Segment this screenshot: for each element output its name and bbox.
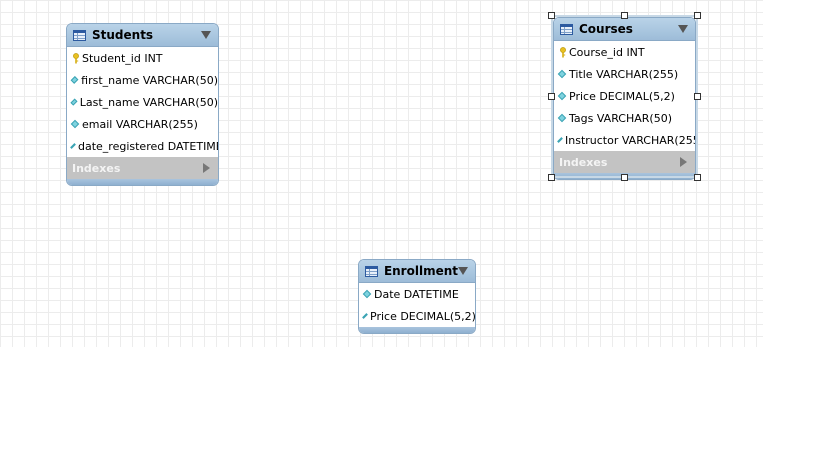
table-students[interactable]: Students Student_id INT first_name VARCH… — [66, 23, 219, 186]
resize-handle-right[interactable] — [694, 93, 701, 100]
column-label: Course_id INT — [569, 45, 645, 59]
caret-down-icon[interactable] — [458, 267, 468, 275]
table-header[interactable]: Enrollment — [359, 260, 475, 283]
column-row[interactable]: first_name VARCHAR(50) — [67, 69, 218, 91]
column-row[interactable]: Student_id INT — [67, 47, 218, 69]
caret-down-icon[interactable] — [678, 25, 688, 33]
diamond-icon — [557, 137, 563, 143]
table-icon — [73, 29, 86, 41]
resize-handle-top-left[interactable] — [548, 12, 555, 19]
table-icon — [560, 23, 573, 35]
resize-handle-top[interactable] — [621, 12, 628, 19]
indexes-label: Indexes — [72, 161, 121, 175]
column-row[interactable]: Last_name VARCHAR(50) — [67, 91, 218, 113]
column-label: Price DECIMAL(5,2) — [370, 309, 476, 323]
column-row[interactable]: Price DECIMAL(5,2) — [554, 85, 695, 107]
column-label: Last_name VARCHAR(50) — [79, 95, 218, 109]
resize-handle-bottom-right[interactable] — [694, 174, 701, 181]
column-label: email VARCHAR(255) — [82, 117, 198, 131]
column-label: Date DATETIME — [374, 287, 459, 301]
column-label: Instructor VARCHAR(255) — [565, 133, 696, 147]
diamond-icon — [557, 113, 567, 123]
diamond-icon — [70, 98, 78, 106]
column-row[interactable]: Price DECIMAL(5,2) — [359, 305, 475, 327]
diamond-icon — [362, 313, 368, 319]
diamond-icon — [70, 119, 80, 129]
column-row[interactable]: Title VARCHAR(255) — [554, 63, 695, 85]
table-courses[interactable]: Courses Course_id INT Title VARCHAR(255)… — [553, 17, 696, 180]
column-row[interactable]: Date DATETIME — [359, 283, 475, 305]
column-label: Price DECIMAL(5,2) — [569, 89, 675, 103]
diamond-icon — [70, 143, 76, 149]
table-header[interactable]: Courses — [554, 18, 695, 41]
column-row[interactable]: Course_id INT — [554, 41, 695, 63]
indexes-section[interactable]: Indexes — [67, 157, 218, 179]
diagram-canvas[interactable]: Students Student_id INT first_name VARCH… — [0, 0, 763, 347]
caret-right-icon[interactable] — [680, 157, 687, 167]
column-label: Title VARCHAR(255) — [569, 67, 679, 81]
column-row[interactable]: email VARCHAR(255) — [67, 113, 218, 135]
diamond-icon — [362, 289, 372, 299]
table-title: Students — [92, 28, 154, 42]
column-label: Student_id INT — [82, 51, 163, 65]
column-row[interactable]: Tags VARCHAR(50) — [554, 107, 695, 129]
diamond-icon — [557, 69, 567, 79]
column-label: date_registered DATETIME — [78, 139, 219, 153]
diamond-icon — [557, 91, 567, 101]
table-icon — [365, 265, 378, 277]
column-label: first_name VARCHAR(50) — [81, 73, 218, 87]
table-enrollment[interactable]: Enrollment Date DATETIME Price DECIMAL(5… — [358, 259, 476, 334]
caret-right-icon[interactable] — [203, 163, 210, 173]
caret-down-icon[interactable] — [201, 31, 211, 39]
column-row[interactable]: Instructor VARCHAR(255) — [554, 129, 695, 151]
resize-handle-left[interactable] — [548, 93, 555, 100]
table-footer — [67, 179, 218, 185]
key-icon — [71, 52, 81, 64]
table-title: Courses — [579, 22, 633, 36]
table-header[interactable]: Students — [67, 24, 218, 47]
column-row[interactable]: date_registered DATETIME — [67, 135, 218, 157]
key-icon — [558, 46, 568, 58]
column-label: Tags VARCHAR(50) — [569, 111, 672, 125]
resize-handle-bottom[interactable] — [621, 174, 628, 181]
indexes-section[interactable]: Indexes — [554, 151, 695, 173]
diamond-icon — [70, 76, 79, 84]
resize-handle-bottom-left[interactable] — [548, 174, 555, 181]
table-footer — [359, 327, 475, 333]
table-title: Enrollment — [383, 264, 458, 278]
indexes-label: Indexes — [559, 155, 608, 169]
resize-handle-top-right[interactable] — [694, 12, 701, 19]
